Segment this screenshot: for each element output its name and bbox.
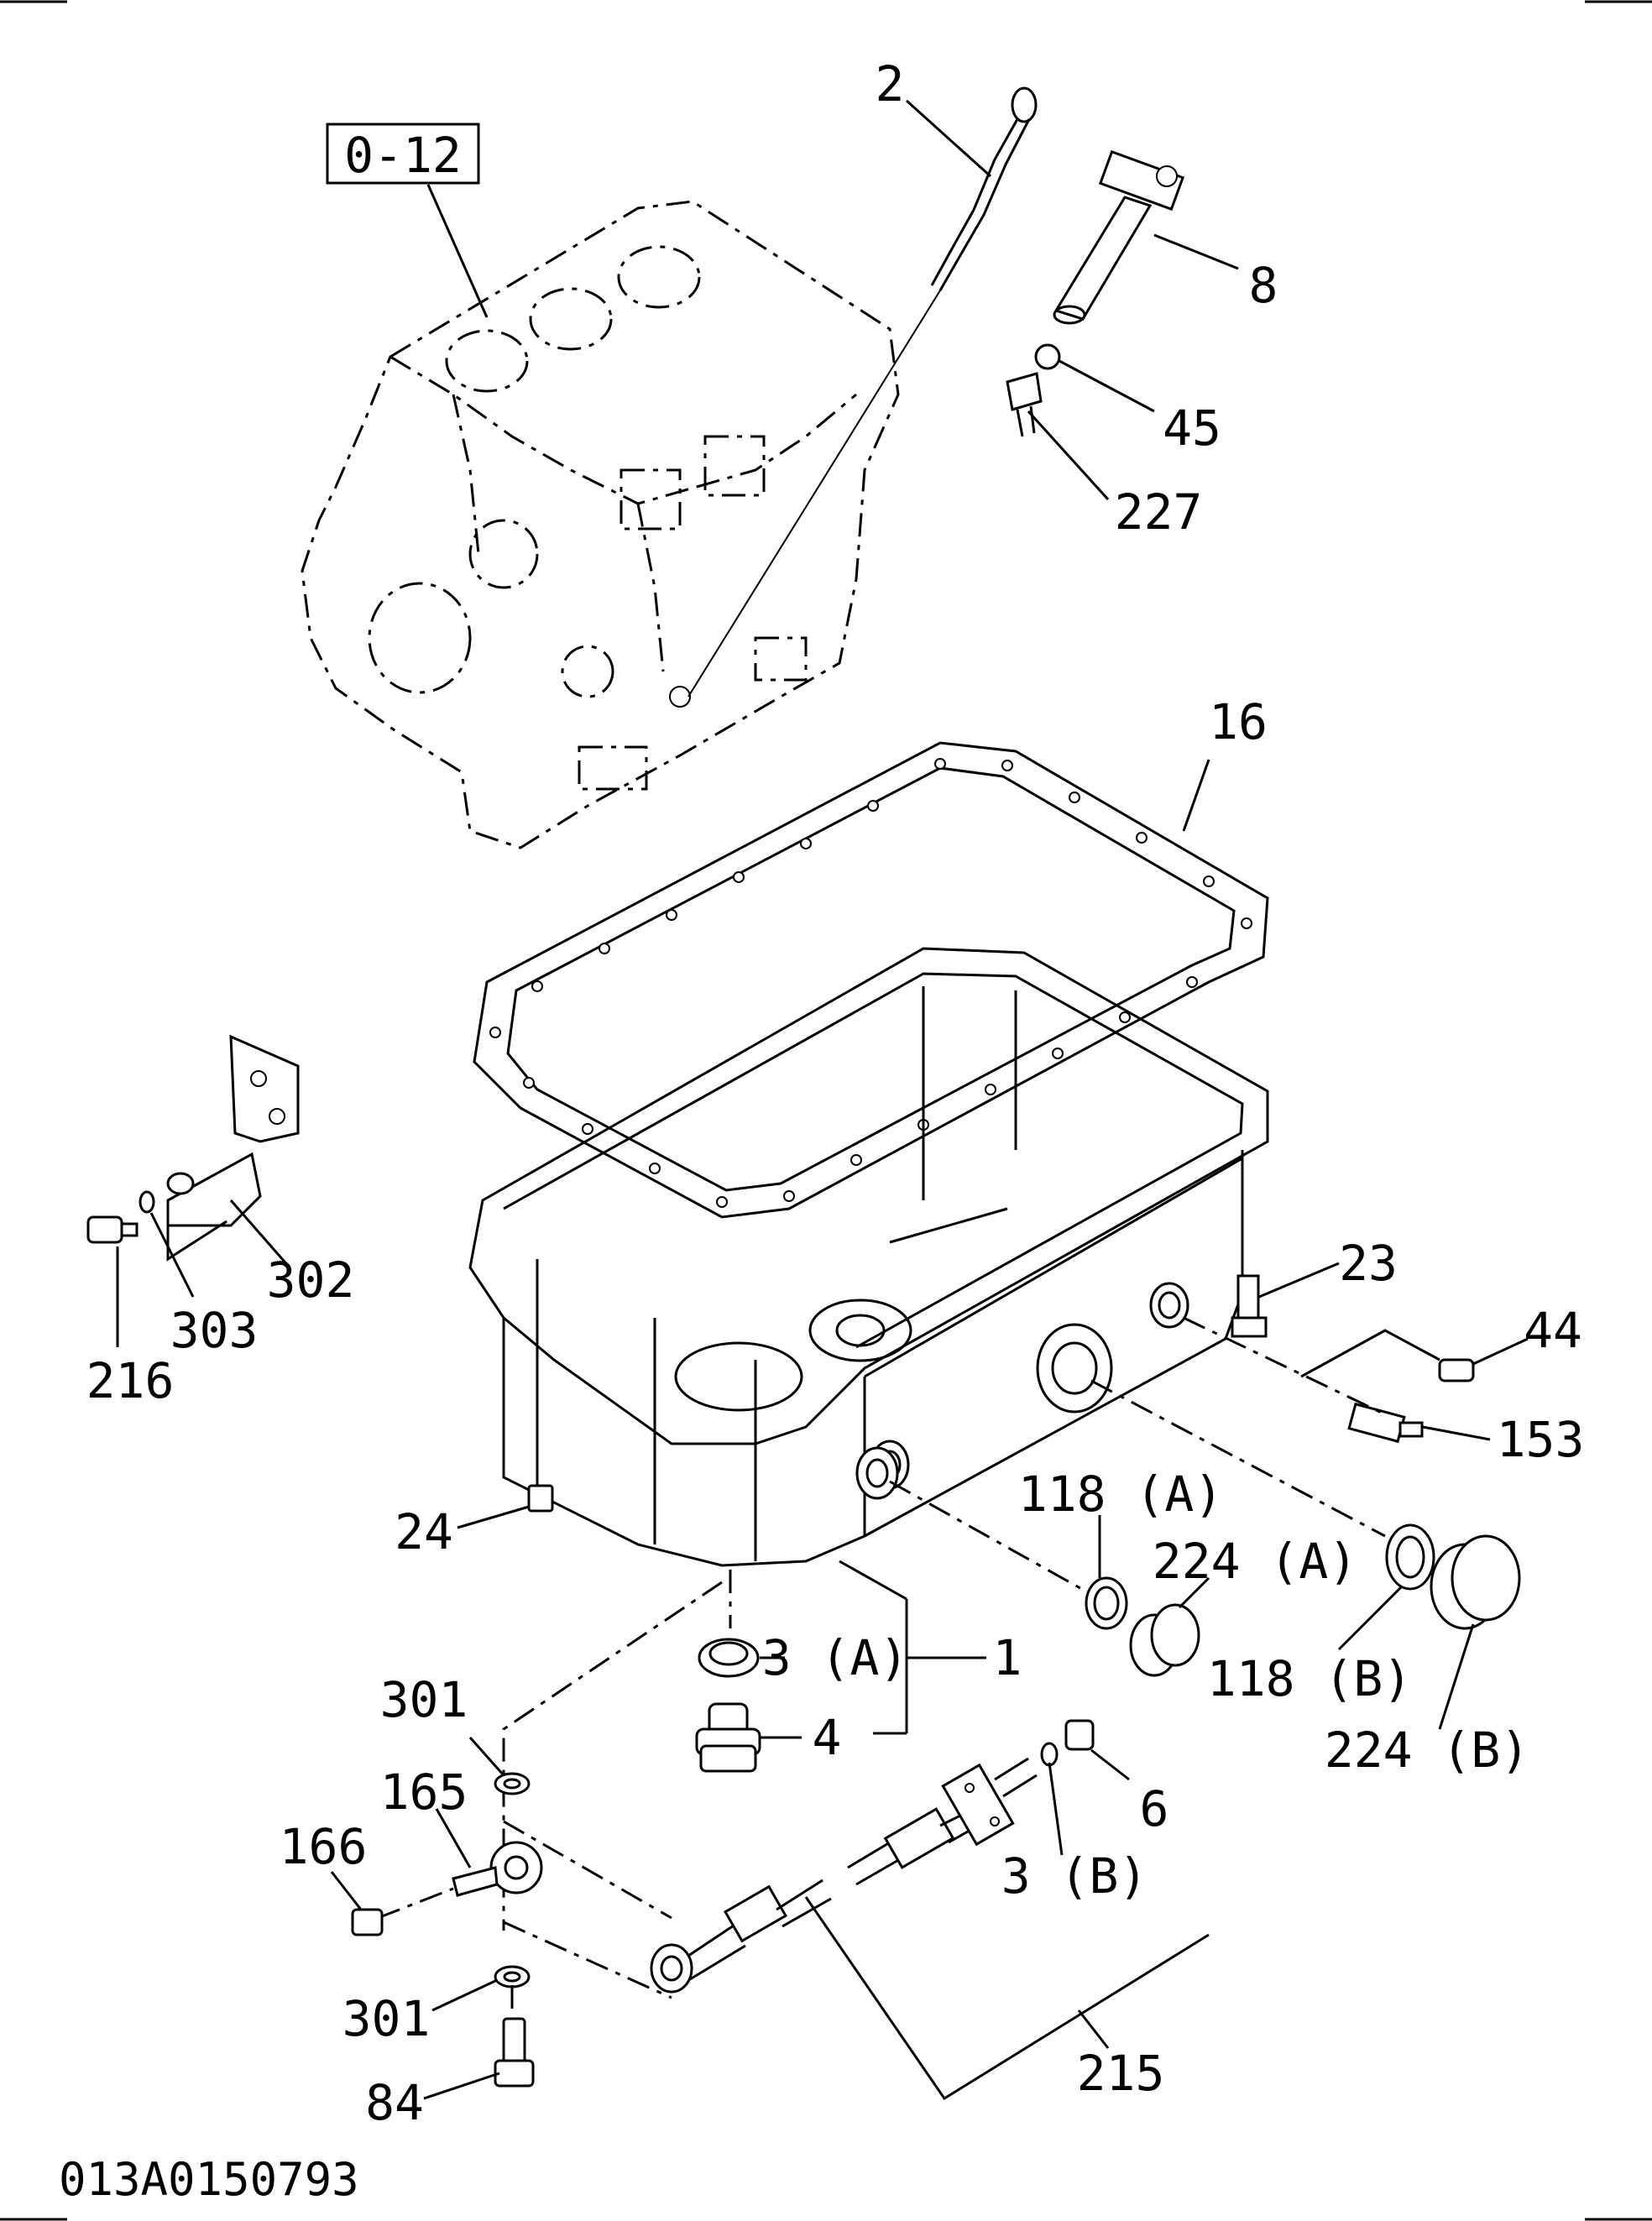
leader-227 [1027, 410, 1110, 501]
bolt-23[interactable] [1231, 1274, 1268, 1338]
screw-axis [377, 1887, 454, 1920]
label-6: 6 [1140, 1780, 1169, 1837]
pipe-axis-top [503, 1820, 672, 1920]
leader-301-lower [431, 1979, 496, 2012]
leader-153 [1422, 1425, 1491, 1441]
label-23: 23 [1339, 1235, 1398, 1292]
leader-215 [1077, 2009, 1110, 2049]
leader-224b [1438, 1623, 1475, 1730]
screw[interactable] [351, 1908, 384, 1936]
leader-44-153-bracket [1300, 1329, 1440, 1378]
pipe-axis-bottom [503, 1921, 672, 1999]
axis-153 [1183, 1316, 1386, 1416]
label-301-upper: 301 [380, 1671, 468, 1728]
leader-0-12 [426, 184, 489, 318]
label-16: 16 [1209, 693, 1268, 750]
label-8: 8 [1249, 257, 1278, 314]
axis-224b [1090, 1379, 1386, 1538]
leader-224a [1178, 1576, 1210, 1609]
part-number-labels: 2 8 45 227 16 302 303 216 24 23 44 153 1… [86, 55, 1585, 2131]
label-166: 166 [280, 1818, 368, 1875]
gasket-bolt-holes [489, 758, 1252, 1208]
label-3a: 3 (A) [762, 1629, 909, 1686]
leader-301-upper [468, 1737, 505, 1776]
nut-6[interactable] [1064, 1719, 1095, 1751]
washer-301-lower[interactable] [494, 1965, 531, 1988]
label-24: 24 [395, 1503, 453, 1560]
leader-1-top [839, 1560, 907, 1601]
label-302: 302 [267, 1252, 355, 1309]
label-45: 45 [1163, 400, 1221, 457]
o-ring[interactable] [1034, 343, 1061, 370]
leader-165 [435, 1808, 472, 1868]
label-224a: 224 (A) [1153, 1533, 1357, 1590]
plug-224a[interactable] [1129, 1603, 1200, 1677]
label-153: 153 [1497, 1411, 1585, 1468]
label-118b: 118 (B) [1207, 1650, 1412, 1707]
nut[interactable] [527, 1484, 554, 1513]
oil-level-sensor[interactable] [1347, 1402, 1424, 1444]
reference-box[interactable]: 0-12 [326, 123, 480, 185]
label-3b: 3 (B) [1001, 1847, 1148, 1905]
axis-224a [889, 1480, 1100, 1601]
leader-6 [1090, 1748, 1130, 1781]
label-227: 227 [1115, 483, 1203, 541]
washer-301-upper[interactable] [494, 1772, 531, 1795]
document-code: 013A0150793 [59, 2153, 359, 2206]
reference-box-label: 0-12 [344, 127, 462, 184]
bolt-84[interactable] [494, 2017, 535, 2088]
engine-block [301, 200, 900, 849]
dipstick[interactable] [687, 86, 1038, 698]
dipstick-guide[interactable] [1053, 149, 1185, 325]
o-ring-3b[interactable] [1040, 1742, 1059, 1767]
leader-118b [1337, 1585, 1404, 1651]
drain-washer[interactable] [698, 1638, 760, 1678]
leader-8 [1153, 233, 1239, 270]
label-215: 215 [1077, 2045, 1165, 2102]
label-84: 84 [365, 2074, 424, 2131]
leader-45 [1059, 359, 1155, 413]
oil-pan-gasket[interactable] [473, 741, 1269, 1219]
leader-2 [905, 99, 992, 178]
label-4: 4 [813, 1709, 842, 1766]
leader-24 [457, 1505, 530, 1529]
label-165: 165 [380, 1764, 468, 1821]
label-303: 303 [170, 1302, 259, 1359]
oil-pipe-assembly[interactable] [650, 1757, 1038, 1994]
leader-215-bracket [804, 1896, 1210, 2101]
plug-224b[interactable] [1430, 1534, 1521, 1630]
plug-44[interactable] [1438, 1358, 1475, 1382]
label-44: 44 [1524, 1302, 1582, 1359]
leader-16 [1182, 759, 1210, 832]
bracket[interactable] [166, 1034, 300, 1262]
drain-plug[interactable] [695, 1702, 761, 1773]
leader-84 [423, 2072, 500, 2100]
label-216: 216 [86, 1352, 175, 1409]
leader-166 [330, 1871, 363, 1910]
leader-302 [229, 1199, 291, 1268]
label-1: 1 [993, 1629, 1022, 1686]
fitting[interactable] [1006, 372, 1043, 437]
washer[interactable] [139, 1190, 155, 1214]
leader-44 [1472, 1337, 1529, 1366]
leader-303 [149, 1212, 195, 1298]
o-ring-118b[interactable] [1385, 1523, 1435, 1591]
bolt[interactable] [86, 1215, 139, 1244]
label-2: 2 [876, 55, 905, 112]
leader-3b [1048, 1762, 1064, 1856]
label-224b: 224 (B) [1325, 1722, 1529, 1779]
o-ring-118a[interactable] [1085, 1576, 1128, 1630]
label-301-lower: 301 [342, 1990, 431, 2047]
label-118a: 118 (A) [1018, 1466, 1223, 1523]
eye-bolt[interactable] [452, 1841, 543, 1897]
leader-23 [1258, 1262, 1340, 1299]
side-bosses [855, 1282, 1189, 1500]
oil-pan[interactable] [468, 947, 1269, 1567]
